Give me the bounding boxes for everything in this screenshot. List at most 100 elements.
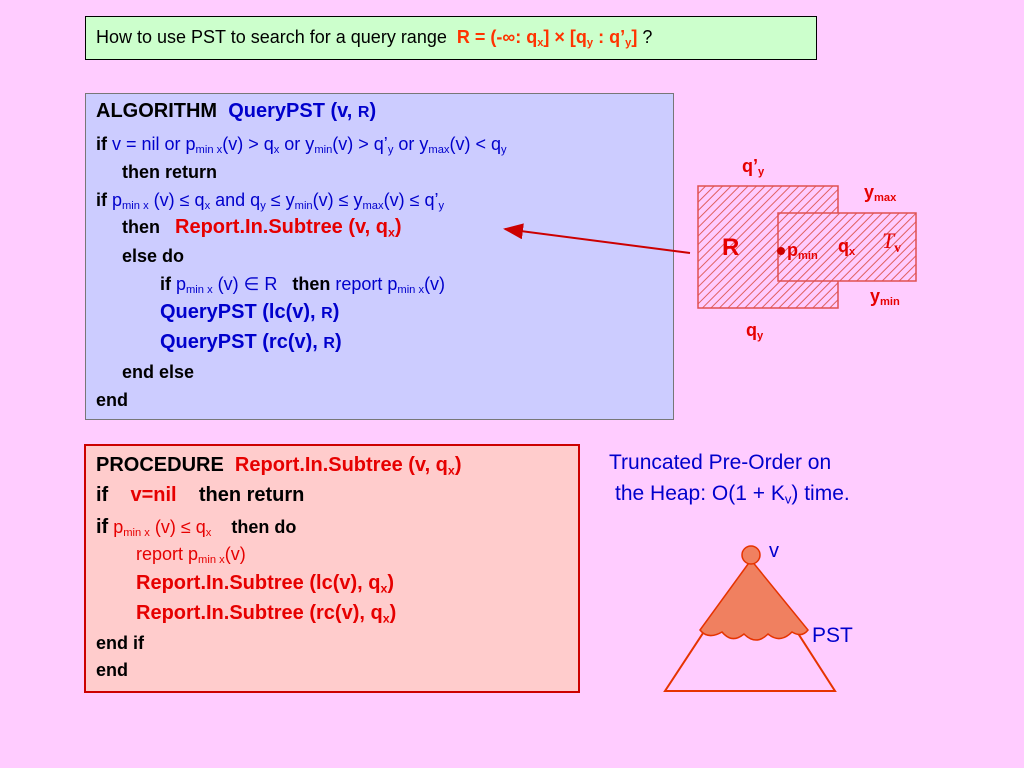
- root-v-node: [741, 545, 761, 565]
- t: min: [294, 200, 313, 213]
- kw-then: then: [292, 274, 331, 294]
- t: p: [787, 240, 798, 260]
- range-part: ] × [q: [543, 27, 587, 47]
- arrow-to-report-call: [503, 223, 691, 254]
- t: ): [389, 602, 397, 624]
- t: p: [108, 517, 124, 537]
- t: x: [849, 246, 856, 259]
- pst-tree: [663, 545, 837, 692]
- t: ): [454, 454, 462, 476]
- t: q’: [742, 156, 758, 176]
- t: min x: [122, 200, 149, 213]
- range-part: R = (-∞: q: [456, 27, 538, 47]
- t: y: [438, 200, 445, 213]
- algo-line-5: else do: [122, 246, 185, 266]
- kw-if: if: [96, 484, 109, 506]
- t: ): [332, 301, 340, 323]
- t: x: [388, 225, 395, 240]
- t: ) time.: [791, 482, 850, 505]
- query-range: R = (-∞: qx] × [qy : q’y]: [456, 27, 637, 50]
- proc-line-7: end: [96, 660, 129, 680]
- t: Report.In.Subtree (rc(v), q: [136, 602, 383, 624]
- t: report p: [330, 274, 398, 294]
- title-box: How to use PST to search for a query ran…: [85, 16, 817, 60]
- kw-if: if: [96, 134, 107, 154]
- title-text: How to use PST to search for a query ran…: [96, 27, 447, 47]
- procedure-keyword: PROCEDURE: [96, 454, 224, 476]
- t: p: [107, 190, 123, 210]
- proc-line-2: if pmin x (v) ≤ qx then do: [96, 516, 296, 539]
- t: (v) ∈ R: [212, 274, 278, 294]
- procedure-box: PROCEDURE Report.In.Subtree (v, qx) if v…: [84, 444, 580, 693]
- t: x: [205, 527, 212, 540]
- range-sub: x: [537, 37, 544, 50]
- proc-line-6: end if: [96, 633, 144, 653]
- algo-name-part: ): [369, 100, 377, 122]
- report-in-subtree-call: Report.In.Subtree (v, qx): [175, 216, 402, 240]
- label-Tv: Tv: [882, 228, 901, 254]
- t: report p: [136, 544, 199, 564]
- t: or y: [393, 134, 429, 154]
- subtree-rect: [777, 212, 917, 282]
- algo-line-10: end: [96, 390, 129, 410]
- t: (v) > q: [222, 134, 274, 154]
- t: or y: [279, 134, 315, 154]
- proc-cond-1: v=nil: [130, 484, 177, 506]
- algo-cond-6: pmin x (v) ∈ R: [171, 274, 278, 296]
- t: ): [334, 331, 342, 353]
- t: (v) > q’: [332, 134, 388, 154]
- t: v = nil or p: [107, 134, 196, 154]
- procedure-name: Report.In.Subtree (v, qx): [235, 454, 462, 478]
- t: ): [394, 216, 402, 238]
- algo-line-1: if v = nil or pmin x(v) > qx or ymin(v) …: [96, 134, 507, 157]
- algo-line-2: then return: [122, 162, 218, 182]
- t: min x: [397, 284, 425, 297]
- label-qprime-y: q’y: [742, 156, 764, 178]
- t: (v) ≤ q’: [383, 190, 439, 210]
- algo-cond-1: v = nil or pmin x(v) > qx or ymin(v) > q…: [107, 134, 507, 157]
- algo-line-8: QueryPST (rc(v), R): [160, 331, 342, 354]
- label-pst: PST: [812, 624, 853, 647]
- t: v: [784, 491, 792, 507]
- pmin-dot: [777, 247, 785, 255]
- t: y: [870, 286, 881, 306]
- label-pmin: pmin: [787, 240, 818, 263]
- algo-line-7: QueryPST (lc(v), R): [160, 301, 339, 324]
- t: max: [428, 144, 450, 157]
- algo-name-part: QueryPST (v,: [228, 100, 358, 122]
- procedure-header: PROCEDURE Report.In.Subtree (v, qx): [96, 454, 461, 477]
- t: Report.In.Subtree (lc(v), q: [136, 572, 381, 594]
- kw-if: if: [160, 274, 171, 294]
- algorithm-box: ALGORITHM QueryPST (v, R) if v = nil or …: [85, 93, 674, 420]
- t: p: [171, 274, 187, 294]
- label-R: R: [722, 234, 740, 261]
- t: min x: [123, 527, 150, 540]
- t: min x: [195, 144, 223, 157]
- t: x: [447, 463, 455, 478]
- proc-line-4: Report.In.Subtree (lc(v), qx): [136, 572, 394, 595]
- t: min: [798, 250, 818, 263]
- algo-line-6: if pmin x (v) ∈ R then report pmin x(v): [160, 274, 445, 297]
- t: (v) < q: [449, 134, 501, 154]
- t: QueryPST (lc(v),: [160, 301, 322, 323]
- proc-line-3: report pmin x(v): [136, 544, 246, 566]
- t: x: [273, 144, 280, 157]
- t: R: [323, 335, 335, 352]
- t: y: [757, 330, 764, 343]
- algo-report-6: report pmin x(v): [330, 274, 445, 297]
- t: x: [204, 200, 211, 213]
- question-mark: ?: [637, 27, 653, 47]
- algorithm-name: QueryPST (v, R): [228, 100, 376, 122]
- kw-then: then: [122, 217, 160, 237]
- algo-cond-3: pmin x (v) ≤ qx and qy ≤ ymin(v) ≤ ymax(…: [107, 190, 445, 213]
- t: (v): [224, 544, 246, 564]
- t: x: [380, 581, 388, 596]
- kw-if: if: [96, 190, 107, 210]
- t: y: [501, 144, 507, 157]
- label-ymax: ymax: [864, 182, 896, 204]
- proc-line-5: Report.In.Subtree (rc(v), qx): [136, 602, 396, 625]
- algorithm-header: ALGORITHM QueryPST (v, R): [96, 100, 376, 123]
- range-part: : q’: [593, 27, 626, 47]
- t: T: [882, 228, 895, 253]
